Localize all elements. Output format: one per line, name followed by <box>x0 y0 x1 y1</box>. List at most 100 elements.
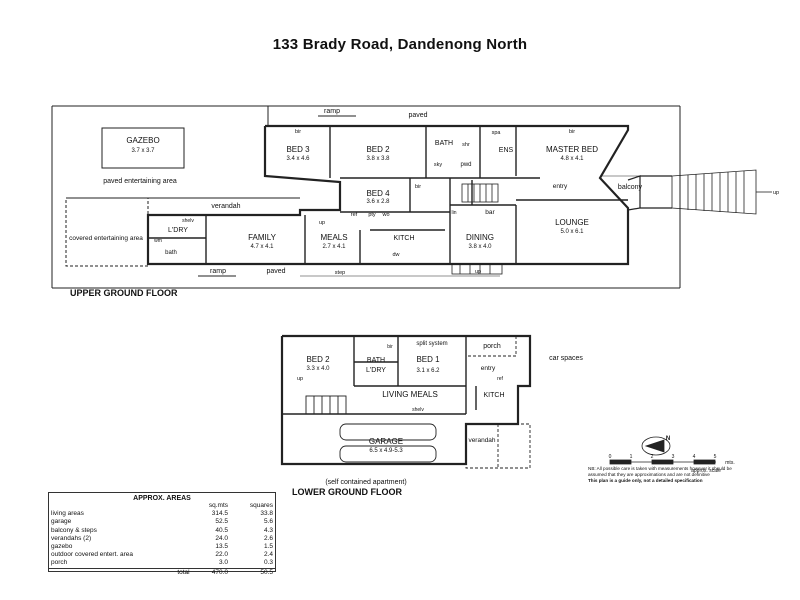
ramp-bottom-label: ramp <box>210 268 226 275</box>
table-row: living areas 314.5 33.8 <box>49 510 275 518</box>
bath-label: BATH <box>435 140 453 147</box>
area-total-sqm: 470.0 <box>191 567 231 577</box>
lin-label: lin <box>451 210 456 216</box>
lower-kitchen-label: KITCH <box>484 392 505 399</box>
room-dining-dims: 3.8 x 4.0 <box>468 244 492 250</box>
pwd-label: pwd <box>460 162 471 168</box>
up-label-lower-stairs: up <box>475 269 481 275</box>
room-meals-dims: 2.7 x 4.1 <box>322 244 346 250</box>
upper-floor-label: UPPER GROUND FLOOR <box>70 288 178 298</box>
paved-area-label: paved entertaining area <box>103 178 177 185</box>
lower-bath-label: BATH <box>367 357 385 364</box>
table-row: verandahs (2) 24.0 2.6 <box>49 535 275 543</box>
area-label: balcony & steps <box>51 526 97 534</box>
room-gazebo-dims: 3.7 x 3.7 <box>131 148 155 154</box>
scale-unit: mts. <box>725 460 734 466</box>
area-squares: 33.8 <box>260 510 273 518</box>
area-squares: 0.3 <box>263 559 273 567</box>
entry-label: entry <box>553 183 568 190</box>
kitch-label: KITCH <box>394 235 415 242</box>
area-label: outdoor covered entert. area <box>51 551 134 559</box>
area-label: porch <box>51 559 68 567</box>
room-bed2-dims: 3.8 x 3.8 <box>366 156 390 162</box>
house-outer-wall <box>146 124 630 266</box>
area-label: verandahs (2) <box>51 534 92 542</box>
room-family-dims: 4.7 x 4.1 <box>250 244 274 250</box>
verandah-label: verandah <box>211 203 240 210</box>
area-sqm: 40.5 <box>215 526 229 534</box>
area-total-label: total <box>49 567 192 577</box>
scale-tick-5: 5 <box>714 454 717 460</box>
lower-bed2-dims: 3.3 x 4.0 <box>306 366 330 372</box>
room-gazebo-name: GAZEBO <box>126 136 159 145</box>
disclaimer-line2: This plan is a guide only, not a detaile… <box>588 478 703 483</box>
north-arrow-icon: N <box>666 436 670 442</box>
areas-col-sqm: sq.mts <box>208 502 229 509</box>
pty-label: pty <box>368 212 376 218</box>
ramp-top-label: ramp <box>324 108 340 115</box>
up-label-upper: up <box>319 220 325 226</box>
wm-label: wm <box>154 238 162 244</box>
lower-bir-label: bir <box>387 344 393 350</box>
lower-up-label: up <box>297 376 303 382</box>
area-label: gazebo <box>51 543 73 551</box>
area-label: living areas <box>51 510 84 518</box>
bar-label: bar <box>485 209 495 216</box>
room-bed3-name: BED 3 <box>286 145 310 154</box>
area-sqm: 3.0 <box>218 559 229 567</box>
area-sqm: 24.0 <box>215 534 229 542</box>
areas-col-label <box>49 502 192 510</box>
lower-bed1-name: BED 1 <box>416 355 440 364</box>
living-meals-label: LIVING MEALS <box>382 390 438 399</box>
porch-label: porch <box>483 343 501 350</box>
up-label-balcony: up <box>773 190 779 196</box>
ens-label: ENS <box>499 147 514 154</box>
room-bed4-name: BED 4 <box>366 189 390 198</box>
room-meals-name: MEALS <box>320 233 347 242</box>
gazebo-outline <box>101 127 185 169</box>
lower-ldry-label: L'DRY <box>366 367 386 374</box>
area-squares: 4.3 <box>263 526 273 534</box>
room-lounge-name: LOUNGE <box>555 218 589 227</box>
lower-floor-label: LOWER GROUND FLOOR <box>292 487 402 497</box>
area-squares: 2.6 <box>263 534 273 542</box>
area-sqm: 22.0 <box>215 551 229 559</box>
areas-col-squares: squares <box>249 502 273 509</box>
room-master-bed-name: MASTER BED <box>546 145 598 154</box>
ref-label: ref <box>351 212 358 218</box>
area-total-squares: 50.5 <box>230 567 275 577</box>
dw-label: dw <box>392 252 399 258</box>
bir-master-label: bir <box>569 129 575 135</box>
lower-entry-label: entry <box>481 365 496 372</box>
step-label: step <box>335 270 345 276</box>
area-label: garage <box>51 518 72 526</box>
spa-label: spa <box>492 130 502 136</box>
garage-dims: 6.5 x 4.9-5.3 <box>369 448 403 454</box>
room-master-bed-dims: 4.8 x 4.1 <box>560 156 584 162</box>
lower-bed2-name: BED 2 <box>306 355 330 364</box>
bir-bed3-label: bir <box>295 129 301 135</box>
scale-caption: approx. scale <box>691 468 721 474</box>
room-family-name: FAMILY <box>248 233 277 242</box>
covered-area-label: covered entertaining area <box>69 235 143 242</box>
shelv-label: shelv <box>182 218 194 224</box>
area-sqm: 314.5 <box>211 510 229 518</box>
lower-bed1-dims: 3.1 x 6.2 <box>416 368 440 374</box>
split-system-label: split system <box>416 341 447 347</box>
laundry-label: L'DRY <box>168 227 188 234</box>
table-row: gazebo 13.5 1.5 <box>49 543 275 551</box>
disclaimer-note: NB: All possible care is taken with meas… <box>588 466 748 484</box>
areas-title: APPROX. AREAS <box>133 495 191 502</box>
area-sqm: 52.5 <box>215 518 229 526</box>
table-row: outdoor covered entert. area 22.0 2.4 <box>49 551 275 559</box>
area-squares: 1.5 <box>263 543 273 551</box>
room-bed4-dims: 3.6 x 2.8 <box>366 199 390 205</box>
table-row-total: total 470.0 50.5 <box>49 567 275 577</box>
areas-table: sq.mts squares living areas 314.5 33.8 g… <box>49 502 275 577</box>
table-row: porch 3.0 0.3 <box>49 559 275 568</box>
room-lounge-dims: 5.0 x 6.1 <box>560 229 584 235</box>
table-row: balcony & steps 40.5 4.3 <box>49 527 275 535</box>
shr-label: shr <box>462 142 470 148</box>
lower-shelv-label: shelv <box>412 407 424 413</box>
scale-tick-3: 3 <box>672 454 675 460</box>
